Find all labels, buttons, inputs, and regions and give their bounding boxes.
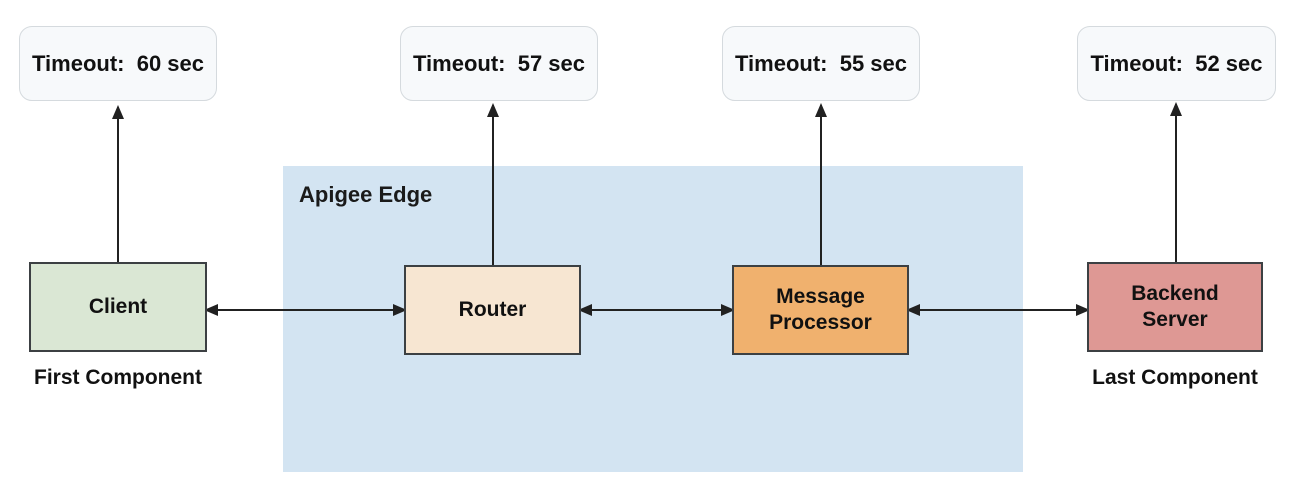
timeout-label: Timeout: 57 sec <box>413 50 585 76</box>
component-label: Router <box>458 297 527 321</box>
timeout-box-router: Timeout: 57 sec <box>400 26 598 101</box>
component-client: Client <box>29 262 207 352</box>
component-label: Message Processor <box>769 284 872 334</box>
timeout-label: Timeout: 60 sec <box>32 50 204 76</box>
component-router: Router <box>404 265 581 355</box>
component-backend-server: Backend Server <box>1087 262 1263 352</box>
timeout-label: Timeout: 52 sec <box>1090 50 1263 76</box>
component-message-processor: Message Processor <box>732 265 909 355</box>
caption-first-component: First Component <box>34 366 202 389</box>
apigee-edge-label: Apigee Edge <box>299 182 433 207</box>
component-label: Backend Server <box>1131 281 1219 331</box>
timeout-label: Timeout: 55 sec <box>735 50 907 76</box>
component-label: Client <box>88 294 148 318</box>
timeout-box-message-processor: Timeout: 55 sec <box>722 26 920 101</box>
timeout-box-backend: Timeout: 52 sec <box>1077 26 1276 101</box>
caption-last-component: Last Component <box>1092 366 1258 389</box>
timeout-box-client: Timeout: 60 sec <box>19 26 217 101</box>
